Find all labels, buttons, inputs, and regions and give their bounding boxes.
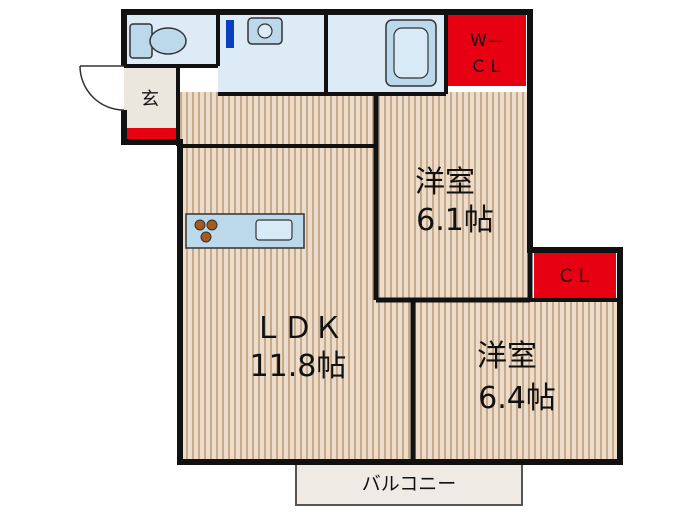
sink-icon [247, 17, 283, 45]
bathtub-icon [385, 19, 437, 87]
room2-size: 6.4帖 [478, 381, 556, 416]
wcl-label-top: W— [470, 31, 504, 51]
stove-icon [194, 219, 218, 243]
closet: ＣＬ [534, 250, 616, 298]
cl-label: ＣＬ [557, 266, 593, 287]
ldk-size: 11.8帖 [250, 349, 347, 384]
wcl-label-bottom: ＣＬ [470, 57, 504, 77]
entrance-door [79, 65, 125, 111]
room1-name: 洋室 [415, 165, 475, 200]
shoe-cabinet-icon [124, 128, 176, 140]
floors [178, 92, 618, 460]
water-heater [226, 20, 234, 48]
hallway-floor [178, 92, 378, 148]
ldk-name: ＬＤＫ [253, 311, 343, 346]
room2-name: 洋室 [477, 339, 537, 374]
walls [121, 9, 623, 465]
walk-in-closet: W— ＣＬ [448, 14, 526, 86]
kitchen-counter [185, 213, 305, 249]
entrance-floor [124, 66, 178, 136]
room2-floor [413, 300, 618, 460]
room1-size: 6.1帖 [416, 203, 494, 238]
balcony-label: バルコニー [362, 473, 457, 495]
kitchen-sink-icon [255, 219, 293, 241]
entrance-label: 玄 [141, 89, 159, 110]
toilet-icon [129, 23, 187, 59]
balcony: バルコニー [295, 459, 523, 506]
room1-floor [378, 92, 528, 300]
